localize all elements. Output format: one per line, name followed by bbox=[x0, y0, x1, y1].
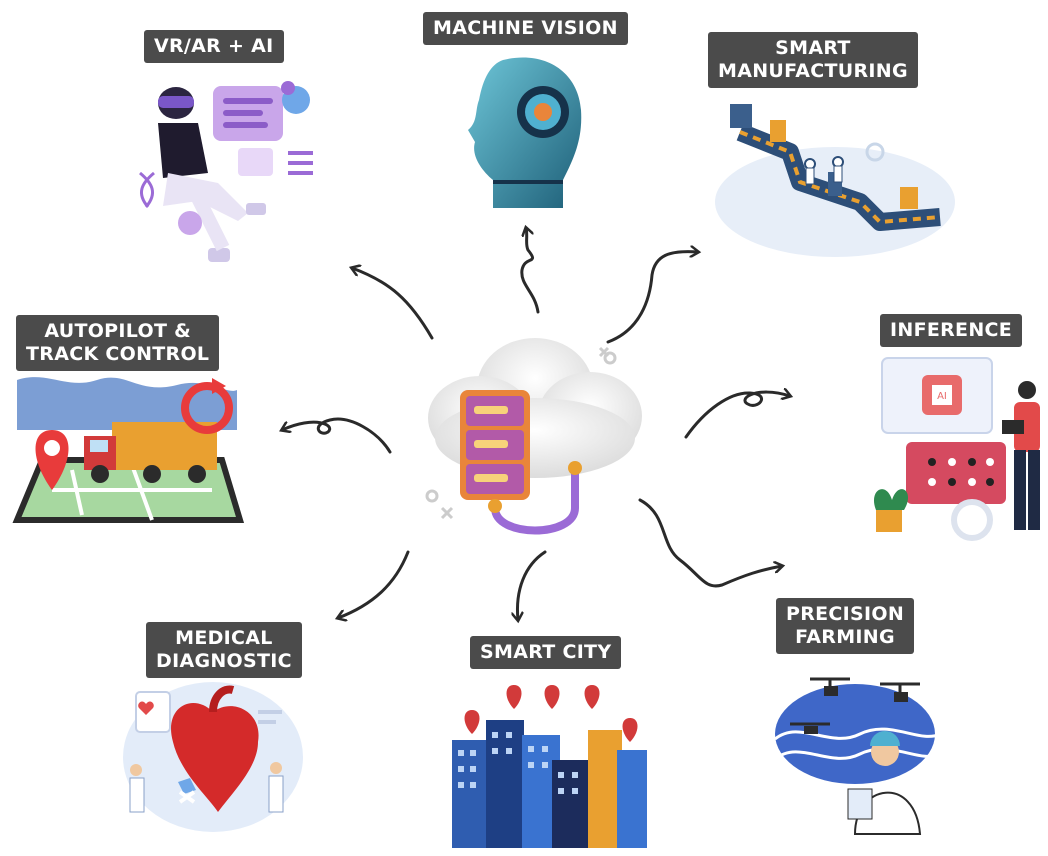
label-smart-city: SMART CITY bbox=[470, 636, 622, 669]
drone-farmer-illustration bbox=[774, 677, 941, 835]
label-precision-farming: PRECISION FARMING bbox=[776, 598, 915, 654]
arrow-to-mv bbox=[520, 228, 540, 314]
arrow-to-sm bbox=[606, 252, 698, 344]
label-line: MEDICAL bbox=[175, 627, 273, 649]
vr-user-illustration bbox=[139, 81, 313, 262]
arrow-to-farm bbox=[638, 498, 782, 588]
label-line: VR/AR + AI bbox=[154, 35, 274, 57]
ai-chip-illustration: AI bbox=[873, 357, 1040, 541]
factory-line-illustration bbox=[715, 104, 955, 257]
label-line: TRACK CONTROL bbox=[26, 343, 210, 365]
label-inference: INFERENCE bbox=[880, 314, 1023, 347]
label-line: SMART CITY bbox=[480, 641, 612, 663]
label-medical: MEDICAL DIAGNOSTIC bbox=[146, 622, 302, 678]
label-line: SMART bbox=[775, 37, 851, 59]
label-line: PRECISION bbox=[786, 603, 905, 625]
label-line: FARMING bbox=[795, 626, 895, 648]
arrow-to-vr bbox=[352, 268, 434, 340]
svg-text:AI: AI bbox=[937, 391, 947, 402]
label-line: AUTOPILOT & bbox=[44, 320, 191, 342]
label-vr: VR/AR + AI bbox=[144, 30, 284, 63]
heart-illustration bbox=[123, 682, 303, 832]
arrow-to-auto bbox=[282, 417, 392, 454]
label-machine-vision: MACHINE VISION bbox=[423, 12, 628, 45]
arrow-to-med bbox=[338, 550, 410, 618]
robot-head-illustration bbox=[468, 57, 582, 208]
label-line: MANUFACTURING bbox=[718, 60, 908, 82]
label-line: INFERENCE bbox=[890, 319, 1013, 341]
label-autopilot: AUTOPILOT & TRACK CONTROL bbox=[16, 315, 220, 371]
truck-map-illustration bbox=[12, 377, 245, 523]
label-smart-manufacturing: SMART MANUFACTURING bbox=[708, 32, 918, 88]
cloud-server-icon bbox=[425, 338, 642, 535]
arrow-to-inf bbox=[684, 392, 790, 439]
label-line: MACHINE VISION bbox=[433, 17, 618, 39]
city-buildings-illustration bbox=[452, 685, 647, 848]
arrow-to-city bbox=[517, 550, 547, 620]
label-line: DIAGNOSTIC bbox=[156, 650, 292, 672]
